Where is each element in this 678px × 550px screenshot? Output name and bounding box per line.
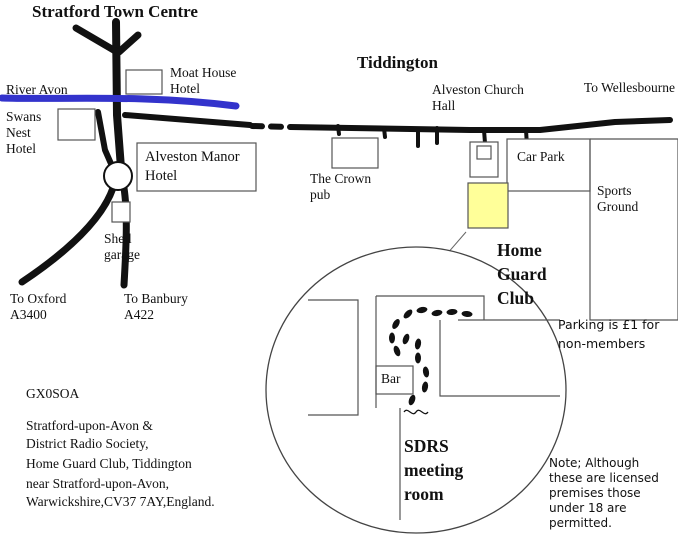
footprint	[446, 308, 458, 316]
label-shell-garage: Shell garage	[104, 231, 140, 262]
road-dashed-section	[249, 123, 291, 130]
label-river-avon: River Avon	[6, 82, 68, 97]
label-to-banbury: To Banbury A422	[124, 291, 188, 322]
home-guard-club-building	[467, 182, 509, 229]
car-park-building	[506, 138, 591, 192]
note-licensed-premises: Note; Although these are licensed premis…	[549, 456, 659, 530]
address-line: Home Guard Club, Tiddington	[26, 456, 192, 471]
footprint	[392, 319, 400, 329]
label-to-wellesbourne: To Wellesbourne	[583, 80, 675, 95]
label-to-oxford: To Oxford A3400	[10, 291, 67, 322]
footprint	[415, 352, 421, 364]
footprint	[402, 333, 410, 345]
label-home-guard-club: Home Guard Club	[497, 240, 547, 308]
label-the-crown-pub: The Crown pub	[310, 171, 372, 202]
alveston-manor-hotel-building	[136, 142, 257, 192]
label-moat-house-hotel: Moat House Hotel	[170, 65, 237, 96]
label-bar: Bar	[381, 371, 401, 386]
footprint	[431, 309, 443, 317]
shell-garage-building	[111, 201, 131, 223]
footprint	[422, 366, 430, 378]
footprint	[461, 310, 473, 318]
road-town-west	[72, 24, 121, 56]
callsign: GX0SOA	[26, 386, 80, 401]
label-alveston-church-hall: Alveston Church Hall	[432, 82, 524, 113]
address-line: Stratford-upon-Avon &	[26, 418, 153, 433]
sports-ground-outline	[589, 138, 678, 321]
road-tiddington	[287, 117, 673, 133]
footprint	[416, 306, 428, 314]
road-swans-nest	[95, 109, 115, 169]
label-alveston-manor-hotel: Alveston Manor Hotel	[145, 149, 240, 184]
plan-wall	[376, 295, 485, 320]
inset-floor-plan	[265, 246, 567, 534]
footprint	[393, 345, 401, 357]
doorway	[403, 409, 429, 415]
footprint	[403, 309, 413, 319]
road-stub	[382, 126, 387, 139]
footprint	[414, 338, 422, 350]
label-sdrs-meeting-room: SDRS meeting room	[404, 436, 464, 504]
roundabout	[103, 161, 133, 191]
road-stub	[482, 128, 487, 145]
label-tiddington: Tiddington	[357, 53, 438, 72]
moat-house-hotel-building	[125, 69, 163, 95]
label-car-park: Car Park	[517, 149, 565, 164]
road-to-oxford	[18, 184, 117, 286]
address-line: District Radio Society,	[26, 436, 149, 451]
label-sports-ground: Sports Ground	[597, 183, 639, 214]
church-hall-inner	[476, 145, 492, 160]
footprint	[389, 332, 395, 344]
label-stratford-town-centre: Stratford Town Centre	[32, 2, 198, 21]
swans-nest-hotel-building	[57, 108, 96, 141]
bar-counter	[375, 365, 414, 395]
the-crown-pub-building	[331, 137, 379, 169]
road-stub	[336, 124, 341, 136]
label-swans-nest-hotel: Swans Nest Hotel	[6, 109, 42, 156]
road-to-tiddington	[122, 112, 253, 128]
road-to-banbury	[120, 184, 130, 289]
plan-wall	[308, 299, 359, 416]
footprint	[408, 394, 416, 406]
address-line: Warwickshire,CV37 7AY,England.	[26, 494, 215, 509]
note-parking: Parking is £1 for non-members	[558, 317, 660, 351]
footprint	[421, 381, 429, 393]
road-north-east	[115, 31, 142, 56]
address-line: near Stratford-upon-Avon,	[26, 476, 169, 491]
plan-wall	[439, 320, 560, 397]
river-avon-line	[0, 94, 240, 110]
